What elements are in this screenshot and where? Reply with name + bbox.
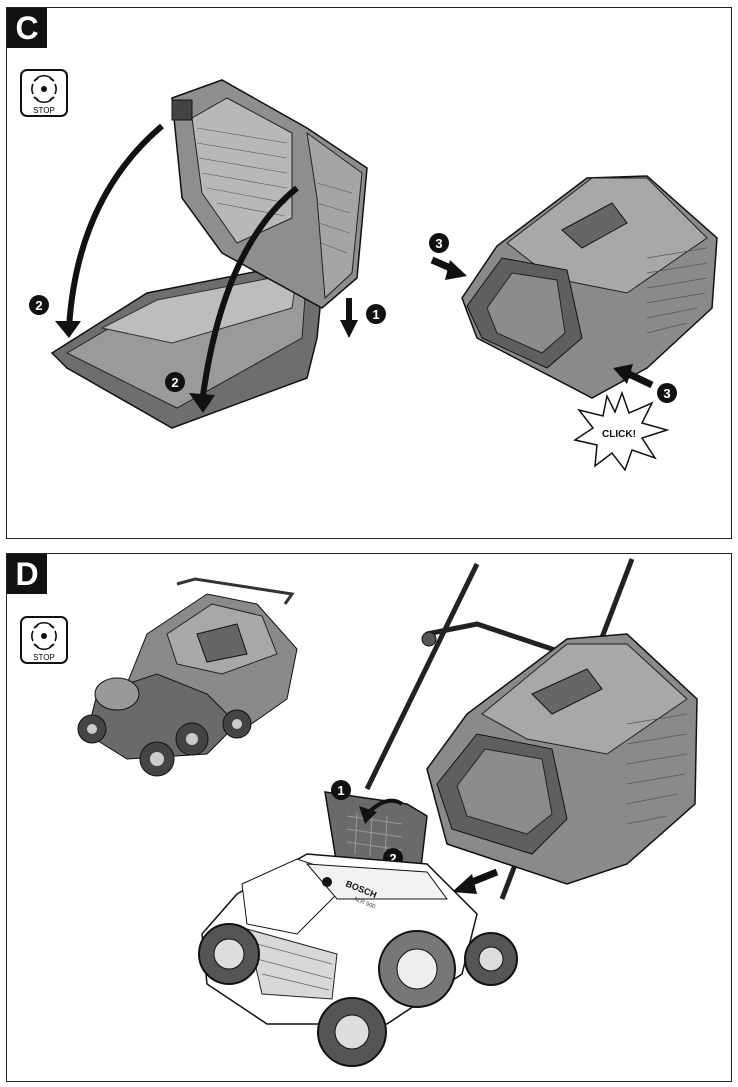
step-marker-3-left: 3 [429,233,449,253]
stop-rotation-icon: STOP [20,69,68,117]
step-marker-2-left: 2 [29,295,49,315]
stop-rotation-icon: STOP [20,616,68,664]
mower-wheels [198,923,518,1067]
panel-c-illustration: 2 2 1 3 [29,79,718,472]
panel-letter-c: C [7,8,47,48]
svg-text:2: 2 [35,298,42,313]
svg-text:3: 3 [435,236,442,251]
grass-box-attached [426,633,698,885]
mower-handle-left [364,562,480,791]
step-marker-2-center: 2 [165,372,185,392]
step-marker-1: 1 [331,780,351,800]
panel-letter-d: D [7,554,47,594]
mower-thumbnail [77,577,298,777]
svg-text:1: 1 [372,307,379,322]
click-text: CLICK! [602,429,636,440]
panel-d-illustration: 1 2 BOSCH ALR 900 [77,558,698,1067]
curved-arrow-center [199,185,299,404]
curved-arrow-left [66,123,164,329]
svg-text:2: 2 [171,375,178,390]
step-marker-1: 1 [366,304,386,324]
stop-label: STOP [33,106,55,115]
svg-text:2: 2 [389,851,396,866]
panel-d: D STOP [6,553,732,1082]
push-arrow-right [625,369,654,389]
click-burst: CLICK! [573,390,670,472]
svg-text:1: 1 [337,783,344,798]
grass-box-closed [461,175,718,399]
stop-label: STOP [33,653,55,662]
step-marker-3-right: 3 [657,383,677,403]
panel-c: C STOP [6,7,732,539]
svg-text:3: 3 [663,386,670,401]
grass-box-open [50,79,368,429]
